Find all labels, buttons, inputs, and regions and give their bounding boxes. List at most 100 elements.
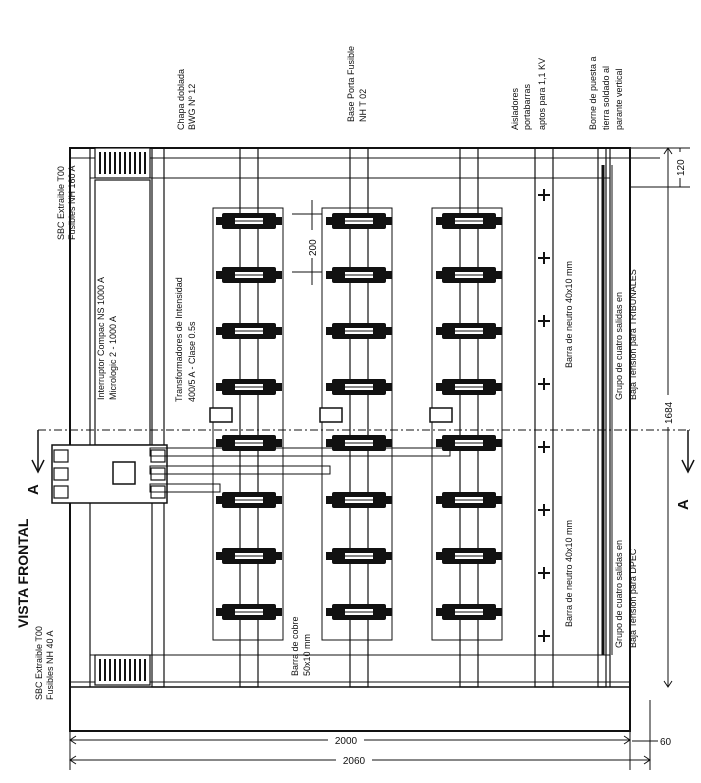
fuse-contact-left: [436, 271, 444, 279]
fuse-base: [216, 213, 282, 229]
fuse-frame-1: [212, 207, 284, 641]
interruptor-line2: Micrologic 2 - 1000 A: [108, 316, 118, 400]
current-transformers: [209, 407, 453, 423]
fuse-contact-right: [384, 608, 392, 616]
dim-120: 120: [676, 159, 687, 176]
sbc-bottom-line2: Fusibles NH 40 A: [45, 630, 55, 700]
fuse-base: [436, 548, 502, 564]
dim-1684: 1684: [664, 401, 675, 424]
fuse-contact-right: [274, 552, 282, 560]
aisladores-line1: Aisladores: [510, 87, 520, 130]
fuse-base: [326, 604, 392, 620]
fuse-base: [216, 435, 282, 451]
dim-2000-arrow-l: [69, 735, 77, 745]
aisladores-line3: aptos para 1,1 KV: [537, 58, 547, 130]
fuse-contact-left: [436, 383, 444, 391]
copper-bar-line2: 50x10 mm: [302, 634, 312, 676]
sbc-top-line2: Fusibles NH 160 A: [67, 165, 77, 240]
insulator: [538, 315, 550, 327]
neutral-post: [534, 147, 554, 688]
fuse-contact-left: [326, 608, 334, 616]
fuse-contact-right: [494, 439, 502, 447]
fuse-contact-right: [494, 552, 502, 560]
fuse-contact-right: [494, 496, 502, 504]
fuse-base: [436, 213, 502, 229]
fuse-base: [216, 604, 282, 620]
copper-bar-3: [149, 483, 221, 493]
ct-1: [209, 407, 233, 423]
fuse-contact-left: [216, 608, 224, 616]
fuse-contact-left: [216, 496, 224, 504]
insulator: [538, 630, 550, 642]
fuse-contact-left: [326, 496, 334, 504]
fuse-contact-right: [494, 608, 502, 616]
fuse-contact-left: [436, 608, 444, 616]
fuse-base: [436, 323, 502, 339]
dim-1684-bg: [662, 395, 675, 427]
section-a-left: A: [25, 484, 42, 495]
ct-2: [319, 407, 343, 423]
fuse-base: [216, 548, 282, 564]
section-arrow-left-head: [31, 459, 45, 474]
ground-post: [597, 147, 607, 688]
fuse-base: [326, 492, 392, 508]
dim-2000-arrow-r: [623, 735, 631, 745]
borne-line1: Borne de puesta a: [588, 56, 598, 130]
fuse-contact-right: [384, 552, 392, 560]
insulator: [538, 567, 550, 579]
fuse-contact-left: [326, 217, 334, 225]
insulator: [538, 504, 550, 516]
fuse-contact-right: [274, 327, 282, 335]
interruptor-compac: [51, 179, 168, 504]
fuse-contact-right: [494, 271, 502, 279]
fuse-contact-left: [326, 439, 334, 447]
insulator: [538, 189, 550, 201]
breaker-block: [51, 444, 168, 504]
fuse-contact-left: [216, 327, 224, 335]
fuse-base: [216, 492, 282, 508]
borne-line2: tierra soldado al: [601, 66, 611, 130]
dimensions: 2000 2060 60 1684 120 200: [69, 147, 690, 770]
fuse-base: [326, 323, 392, 339]
breaker-pole-left: [53, 449, 69, 463]
breaker-pole-left: [53, 467, 69, 481]
insulator: [538, 252, 550, 264]
fuse-contact-left: [216, 383, 224, 391]
fuse-contact-left: [326, 327, 334, 335]
fuse-contact-right: [274, 608, 282, 616]
fuse-contact-left: [436, 496, 444, 504]
fuse-base: [216, 323, 282, 339]
fuse-contact-left: [216, 217, 224, 225]
fuse-contact-right: [274, 439, 282, 447]
neutral-insulators: [538, 189, 550, 642]
fuse-frames: [212, 207, 503, 641]
copper-bar-2: [149, 465, 331, 475]
fuse-base: [436, 435, 502, 451]
fuse-base: [216, 379, 282, 395]
dim-2000-bg: [328, 733, 364, 747]
group-dpec-line2: Baja Tensión para DPEC: [628, 548, 638, 648]
sbc-bottom-line1: SBC Extraible T00: [34, 626, 44, 700]
fuse-base: [436, 492, 502, 508]
base-line1: Base Porta Fusible: [346, 46, 356, 122]
transformer-line2: 400/5 A - Clase 0.5s: [187, 321, 197, 402]
section-line: A A: [25, 429, 695, 510]
sbc-blocks: [94, 147, 151, 686]
fuse-contact-right: [384, 271, 392, 279]
fuse-base: [436, 379, 502, 395]
insulator: [538, 378, 550, 390]
group-dpec-line1: Grupo de cuatro salidas en: [614, 540, 624, 648]
fuse-contact-right: [384, 327, 392, 335]
fuse-contact-right: [494, 383, 502, 391]
copper-bars: [149, 447, 451, 493]
dim-2060-arrow-r: [643, 755, 651, 765]
fuse-contact-right: [494, 327, 502, 335]
fuse-base: [216, 267, 282, 283]
dim-1684-arrow-b: [663, 680, 673, 688]
chapa-line1: Chapa doblada: [176, 69, 186, 130]
transformer-line1: Transformadores de Intensidad: [174, 277, 184, 402]
fuse-contact-left: [216, 439, 224, 447]
aisladores-line2: portabarras: [522, 83, 532, 130]
